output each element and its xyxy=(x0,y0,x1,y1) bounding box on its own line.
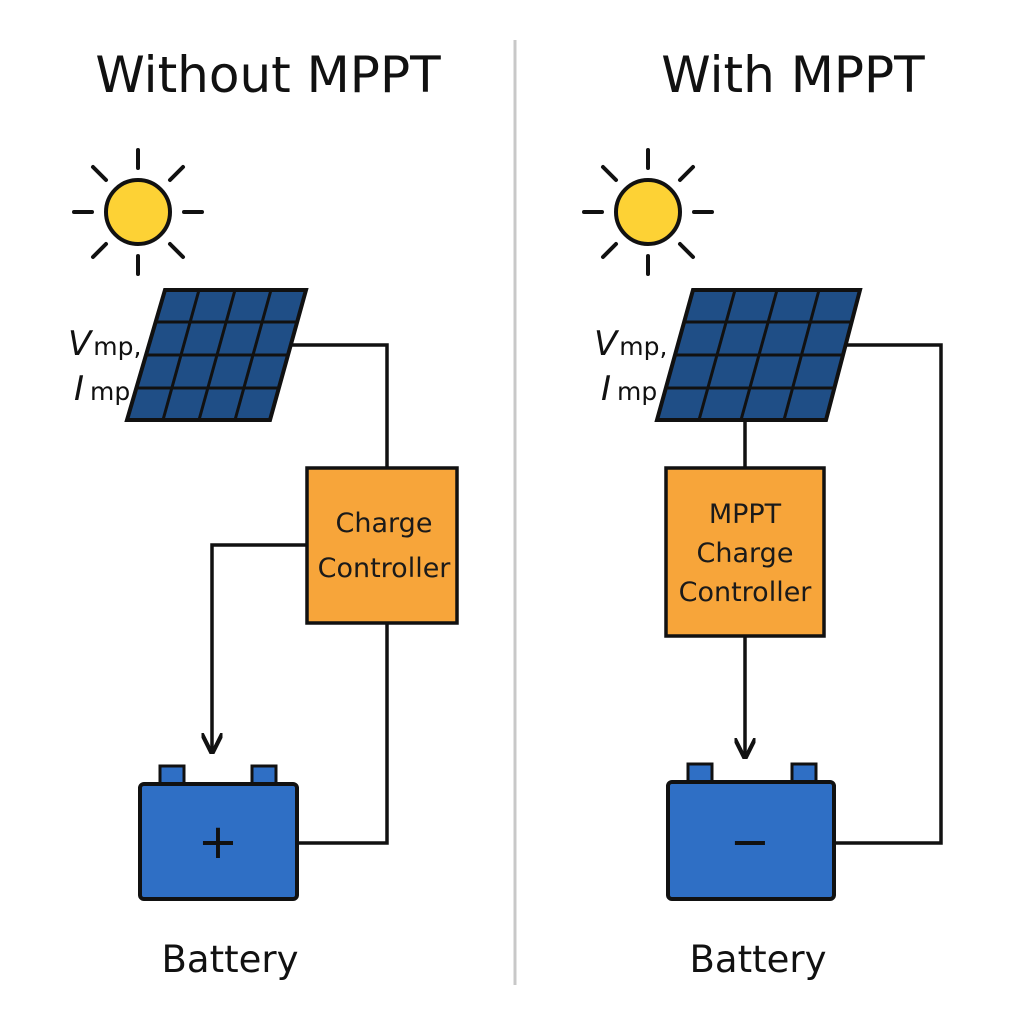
right-panel-label-vmp: Vmp, xyxy=(594,324,667,364)
left-charge-controller: Charge Controller xyxy=(305,466,459,625)
left-panel-label-vmp: Vmp, xyxy=(68,324,141,364)
solar-panel-icon xyxy=(124,288,309,422)
controller-label-line: Charge xyxy=(697,538,794,569)
battery-minus-symbol: − xyxy=(730,814,770,870)
right-battery-label: Battery xyxy=(690,938,827,981)
battery-icon: + xyxy=(138,764,299,901)
controller-label-line: MPPT xyxy=(709,499,782,530)
right-wire-return xyxy=(833,343,943,845)
left-wire-battery-return xyxy=(296,622,389,845)
controller-label-line: Controller xyxy=(318,553,452,584)
right-section-with-mppt: With MPPT xyxy=(582,46,943,981)
sun-icon xyxy=(582,148,714,276)
battery-plus-symbol: + xyxy=(198,814,238,870)
battery-icon: − xyxy=(666,762,836,901)
left-title: Without MPPT xyxy=(95,46,441,104)
controller-label-line: Controller xyxy=(679,577,813,608)
left-wire-panel-to-controller xyxy=(290,343,389,470)
left-battery-label: Battery xyxy=(162,938,299,981)
solar-panel-icon xyxy=(654,288,863,422)
left-wire-controller-to-battery-arrow xyxy=(212,543,307,752)
right-wires xyxy=(745,343,943,845)
sun-icon xyxy=(72,148,204,276)
right-mppt-charge-controller: MPPT Charge Controller xyxy=(664,466,826,638)
controller-label-line: Charge xyxy=(336,508,433,539)
right-title: With MPPT xyxy=(661,46,925,104)
left-section-without-mppt: Without MPPT xyxy=(68,46,459,981)
left-wires xyxy=(212,343,389,845)
